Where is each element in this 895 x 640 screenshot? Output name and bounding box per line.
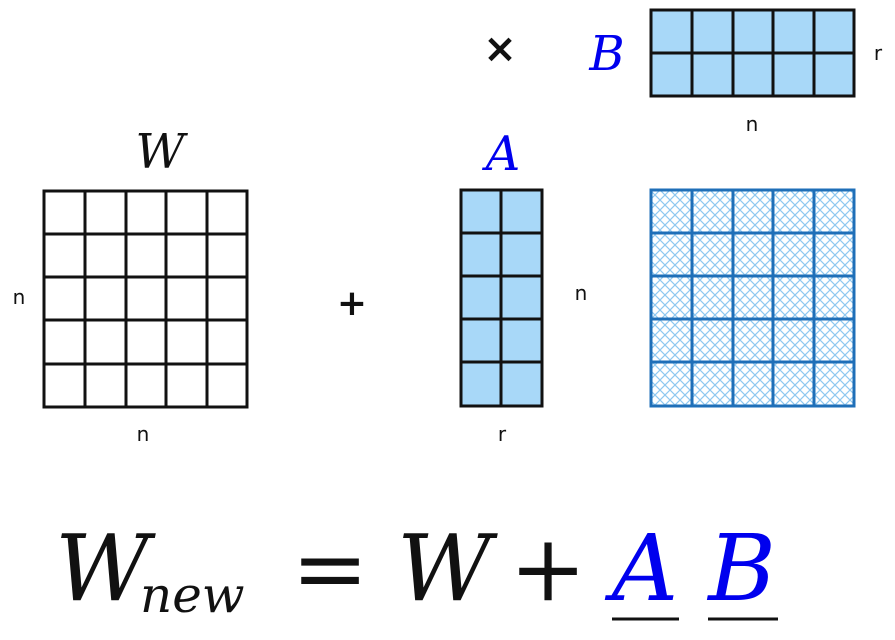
b-cols-label: n bbox=[746, 112, 759, 136]
formula-lhs: W bbox=[55, 515, 156, 622]
formula: W new = W + A B bbox=[55, 515, 778, 624]
a-cols-label: r bbox=[498, 422, 507, 446]
formula-w: W bbox=[397, 515, 498, 622]
times-operator: × bbox=[483, 26, 517, 72]
formula-equals: = bbox=[291, 515, 368, 622]
w-rows-label: n bbox=[13, 285, 26, 309]
product-matrix bbox=[649, 188, 856, 408]
formula-lhs-subscript: new bbox=[140, 566, 245, 624]
formula-plus: + bbox=[509, 515, 586, 622]
formula-a: A bbox=[604, 515, 678, 622]
b-matrix bbox=[649, 8, 856, 98]
a-rows-label: n bbox=[575, 281, 588, 305]
b-rows-label: r bbox=[874, 41, 883, 65]
a-matrix-label: A bbox=[482, 126, 521, 182]
w-matrix bbox=[42, 189, 249, 409]
formula-b: B bbox=[706, 515, 776, 622]
b-matrix-label: B bbox=[588, 26, 624, 82]
plus-operator: + bbox=[337, 283, 367, 324]
a-matrix bbox=[459, 188, 544, 408]
w-matrix-label: W bbox=[135, 124, 188, 180]
w-cols-label: n bbox=[137, 422, 150, 446]
